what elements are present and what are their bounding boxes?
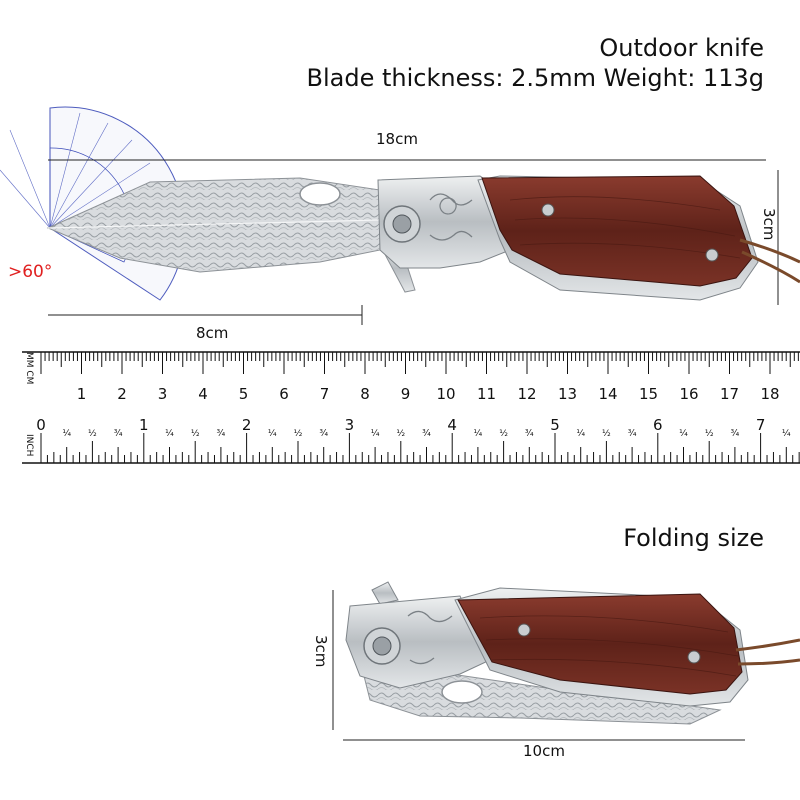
inch-fraction-label: ¼ — [474, 429, 483, 439]
inch-fraction-label: ½ — [88, 429, 97, 439]
inch-number-label: 5 — [550, 416, 560, 434]
cm-number-label: 6 — [279, 385, 289, 403]
inch-fraction-label: ¼ — [165, 429, 174, 439]
inch-fraction-label: ½ — [294, 429, 303, 439]
open-bolster — [377, 175, 511, 269]
inch-fraction-label: ¾ — [525, 429, 534, 439]
inch-number-label: 1 — [139, 416, 149, 434]
cm-number-label: 12 — [517, 385, 536, 403]
inch-fraction-label: ¼ — [371, 429, 380, 439]
inch-fraction-label: ¾ — [731, 429, 740, 439]
cm-number-label: 16 — [679, 385, 698, 403]
inch-number-label: 4 — [447, 416, 457, 434]
inch-fraction-label: ½ — [499, 429, 508, 439]
cm-number-label: 3 — [158, 385, 168, 403]
inch-number-label: 7 — [756, 416, 766, 434]
folded-height-label: 3cm — [312, 635, 330, 668]
cm-number-label: 2 — [117, 385, 127, 403]
cm-number-label: 9 — [401, 385, 411, 403]
cm-number-label: 10 — [436, 385, 455, 403]
cm-number-label: 5 — [239, 385, 249, 403]
inch-fraction-label: ¼ — [782, 429, 791, 439]
folding-size-title: Folding size — [623, 524, 764, 552]
folded-bolster — [345, 595, 491, 689]
inch-fraction-label: ¾ — [319, 429, 328, 439]
inch-fraction-label: ½ — [396, 429, 405, 439]
inch-fraction-label: ¾ — [114, 429, 123, 439]
length-label: 18cm — [376, 130, 418, 148]
folded-handle — [454, 587, 800, 707]
inch-fraction-label: ½ — [191, 429, 200, 439]
blade-length-label: 8cm — [196, 324, 229, 342]
inch-fraction-label: ¾ — [628, 429, 637, 439]
cm-number-label: 17 — [720, 385, 739, 403]
folded-length-label: 10cm — [523, 742, 565, 760]
inch-number-label: 3 — [345, 416, 355, 434]
cm-number-label: 1 — [77, 385, 87, 403]
inch-fraction-label: ¼ — [62, 429, 71, 439]
angle-label: >60° — [8, 262, 53, 282]
inch-fraction-label: ¼ — [679, 429, 688, 439]
cm-number-label: 13 — [558, 385, 577, 403]
inch-fraction-label: ¾ — [422, 429, 431, 439]
cm-number-label: 8 — [360, 385, 370, 403]
inch-fraction-label: ½ — [705, 429, 714, 439]
open-handle — [477, 175, 800, 301]
cm-number-label: 14 — [598, 385, 617, 403]
cm-number-label: 18 — [760, 385, 779, 403]
cm-number-label: 4 — [198, 385, 208, 403]
cm-number-label: 7 — [320, 385, 330, 403]
product-title: Outdoor knife — [599, 34, 764, 62]
cm-number-label: 15 — [639, 385, 658, 403]
product-specs: Blade thickness: 2.5mm Weight: 113g — [306, 64, 764, 92]
inch-fraction-label: ¼ — [576, 429, 585, 439]
inch-fraction-label: ¾ — [217, 429, 226, 439]
inch-fraction-label: ¼ — [268, 429, 277, 439]
cm-number-label: 11 — [477, 385, 496, 403]
inch-fraction-label: ½ — [602, 429, 611, 439]
inch-number-label: 2 — [242, 416, 252, 434]
inch-number-label: 0 — [36, 416, 46, 434]
inch-number-label: 6 — [653, 416, 663, 434]
